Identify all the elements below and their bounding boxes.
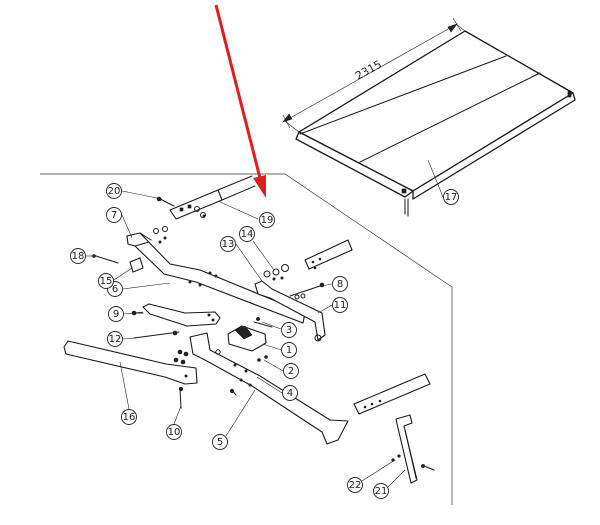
arm-5 [189,332,349,445]
callout-14: 14 [239,226,255,242]
callout-label: 3 [286,325,292,336]
callout-label: 9 [113,309,119,320]
callout-circle [108,306,124,322]
bolt-10 [178,386,184,409]
callout-4: 4 [282,385,298,401]
callout-circle [106,183,122,199]
tube-stub-lower [353,373,431,415]
callout-label: 11 [334,300,347,311]
callout-circle [166,424,182,440]
callout-label: 16 [123,412,136,423]
callout-20: 20 [106,183,122,199]
callout-10: 10 [166,424,182,440]
callout-circle [282,385,298,401]
bolt-bottom [229,388,237,396]
tube-stub-upper [304,239,353,270]
callout-label: 20 [108,186,121,197]
callout-22: 22 [347,477,363,493]
callout-label: 6 [112,284,118,295]
bracket-1-3 [227,317,273,352]
callout-16: 16 [121,409,137,425]
callout-2: 2 [283,363,299,379]
leader-lines [86,159,444,488]
callout-circle [443,189,459,205]
callout-label: 22 [349,480,362,491]
callout-5: 5 [212,434,228,450]
callout-circle [281,322,297,338]
callout-1: 1 [281,342,297,358]
callout-7: 7 [106,207,122,223]
callout-label: 1 [286,345,292,356]
callout-circle [347,477,363,493]
stand-21 [391,414,435,484]
callout-8: 8 [332,276,348,292]
callout-label: 8 [337,279,343,290]
bolt-8 [289,282,325,300]
callout-18: 18 [70,248,86,264]
callout-label: 21 [375,486,388,497]
arm-6-7 [126,226,306,324]
callout-label: 12 [109,334,122,345]
bracket-9 [131,303,221,327]
dimension-text: 2315 [353,58,384,83]
callout-15: 15 [98,273,114,289]
callout-label: 4 [287,388,293,399]
callout-circle [373,483,389,499]
callout-circle [220,236,236,252]
callout-circle [70,248,86,264]
washers-2-4 [173,349,268,365]
callout-circle [332,297,348,313]
tube-19 [169,175,256,220]
callout-label: 10 [168,427,181,438]
callout-19: 19 [259,212,275,228]
callout-circle [107,331,123,347]
callout-12: 12 [107,331,123,347]
callout-label: 7 [111,210,117,221]
block-15 [92,254,144,273]
cover-panel-17 [295,30,576,217]
callout-circle [106,207,122,223]
background-frame [40,173,453,505]
callout-label: 2 [288,366,294,377]
bolt-12 [133,330,180,339]
callout-label: 5 [217,437,223,448]
callout-circle [281,342,297,358]
callout-label: 17 [445,192,458,203]
red-arrow [214,4,266,198]
bracket-11 [254,264,326,342]
callout-circle [212,434,228,450]
callout-label: 19 [261,215,274,226]
callout-circle [332,276,348,292]
callout-circle [121,409,137,425]
callout-21: 21 [373,483,389,499]
callout-circle [98,273,114,289]
callout-label: 14 [241,229,254,240]
callout-circle [259,212,275,228]
callout-13: 13 [220,236,236,252]
callout-label: 13 [222,239,235,250]
callout-label: 15 [100,276,113,287]
callout-3: 3 [281,322,297,338]
callout-17: 17 [443,189,459,205]
callout-label: 18 [72,251,85,262]
callout-circle [239,226,255,242]
plate-16 [63,340,198,385]
callout-circle [283,363,299,379]
callout-9: 9 [108,306,124,322]
callout-11: 11 [332,297,348,313]
